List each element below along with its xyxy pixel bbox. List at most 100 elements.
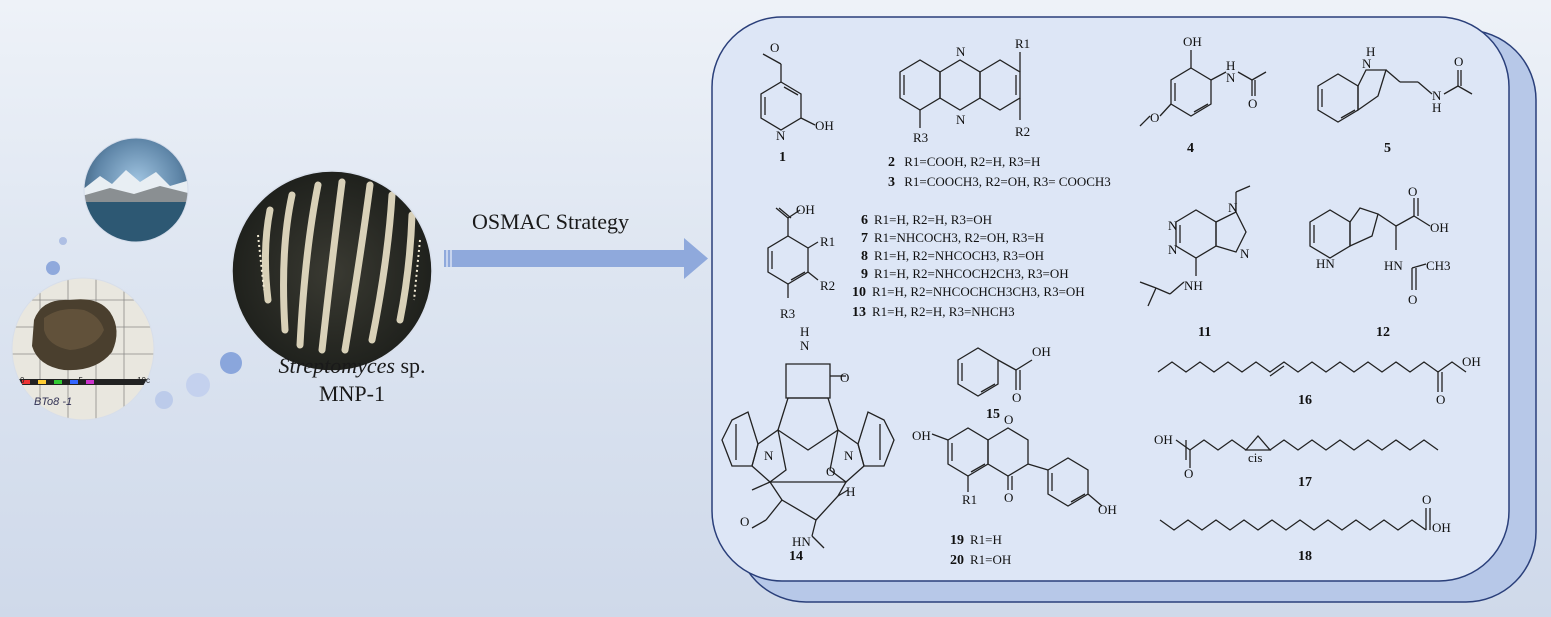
atom-label: N bbox=[800, 338, 810, 353]
svg-text:8R1=H, R2=NHCOCH3, R3=OH: 8R1=H, R2=NHCOCH3, R3=OH bbox=[861, 248, 1044, 264]
svg-text:7R1=NHCOCH3, R2=OH, R3=H: 7R1=NHCOCH3, R2=OH, R3=H bbox=[861, 230, 1044, 246]
structure-15 bbox=[957, 347, 1033, 397]
rock-sample-photo bbox=[11, 277, 155, 421]
atom-label: O bbox=[1150, 110, 1159, 125]
atom-label: N bbox=[1362, 56, 1372, 71]
atom-label: O bbox=[1454, 54, 1463, 69]
structure-18 bbox=[1159, 508, 1431, 531]
structure-12 bbox=[1309, 198, 1431, 290]
structure-benzoic bbox=[767, 207, 819, 298]
atom-label: R3 bbox=[913, 130, 928, 145]
atom-label: N bbox=[776, 128, 786, 143]
streptomyces-culture-photo bbox=[231, 170, 433, 372]
atom-label: N bbox=[1228, 200, 1238, 215]
atom-label: R2 bbox=[1015, 124, 1030, 139]
atom-label: O bbox=[740, 514, 749, 529]
atom-label: N bbox=[1226, 70, 1236, 85]
compound-number: 1 bbox=[779, 150, 786, 165]
osmac-arrow bbox=[444, 238, 708, 279]
atom-label: HN bbox=[1316, 256, 1335, 271]
atom-label: O bbox=[1012, 390, 1021, 405]
atom-label: OH bbox=[1154, 432, 1173, 447]
bubble-trail bbox=[46, 237, 242, 409]
structure-16 bbox=[1157, 361, 1467, 392]
atom-label: HN bbox=[792, 534, 811, 549]
atom-label: N bbox=[1432, 88, 1442, 103]
compound-number: 11 bbox=[1198, 325, 1211, 340]
atom-label: N bbox=[844, 448, 854, 463]
compound-number: 5 bbox=[1384, 141, 1391, 156]
atom-label: OH bbox=[912, 428, 931, 443]
compound-number: 4 bbox=[1187, 141, 1194, 156]
atom-label: O bbox=[1408, 292, 1417, 307]
atom-label: OH bbox=[815, 118, 834, 133]
atom-label: R3 bbox=[780, 306, 795, 321]
svg-text:3 R1=COOCH3, R2=OH, R3= COOC: 3 R1=COOCH3, R2=OH, R3= COOCH3 bbox=[888, 174, 1111, 190]
atom-label: CH3 bbox=[1426, 258, 1451, 273]
atom-label: O bbox=[1004, 490, 1013, 505]
strain-name: Streptomyces sp. MNP-1 bbox=[278, 353, 426, 406]
atom-label: O bbox=[1248, 96, 1257, 111]
atom-label: N bbox=[1240, 246, 1250, 261]
atom-label: R1 bbox=[820, 234, 835, 249]
atom-label: N bbox=[956, 44, 966, 59]
atom-label: R1 bbox=[962, 492, 977, 507]
structure-14 bbox=[721, 363, 895, 549]
atom-label: O bbox=[1184, 466, 1193, 481]
svg-text:9R1=H, R2=NHCOCH2CH3, R3=OH: 9R1=H, R2=NHCOCH2CH3, R3=OH bbox=[861, 266, 1069, 282]
atom-label: R1 bbox=[1015, 36, 1030, 51]
atom-label: NH bbox=[1184, 278, 1203, 293]
atom-label: H bbox=[1432, 100, 1441, 115]
atom-label: OH bbox=[1432, 520, 1451, 535]
compound-number: 18 bbox=[1298, 549, 1312, 564]
atom-label: H bbox=[846, 484, 855, 499]
atom-label: N bbox=[1168, 218, 1178, 233]
atom-label: OH bbox=[796, 202, 815, 217]
structure-17 bbox=[1175, 435, 1439, 468]
svg-text:6R1=H, R2=H, R3=OH: 6R1=H, R2=H, R3=OH bbox=[861, 212, 992, 228]
atom-label: O bbox=[1004, 412, 1013, 427]
atom-label: O bbox=[1436, 392, 1445, 407]
structure-4 bbox=[1139, 50, 1267, 127]
phenazine-substituents: 2 R1=COOH, R2=H, R3=H 3 R1=COOCH3, R2=OH… bbox=[888, 154, 1111, 190]
atom-label: N bbox=[1168, 242, 1178, 257]
atom-label: O bbox=[826, 464, 835, 479]
structure-isoflavone bbox=[931, 427, 1103, 507]
structure-5 bbox=[1317, 69, 1473, 123]
compound-number: 16 bbox=[1298, 393, 1312, 408]
atom-label: O bbox=[770, 40, 779, 55]
atom-label: H bbox=[1366, 44, 1375, 59]
atom-label: cis bbox=[1248, 450, 1262, 465]
atom-label: H bbox=[800, 324, 809, 339]
atom-label: OH bbox=[1462, 354, 1481, 369]
atom-label: HN bbox=[1384, 258, 1403, 273]
atom-label: H bbox=[1226, 58, 1235, 73]
arctic-landscape-photo bbox=[83, 137, 189, 243]
structure-1 bbox=[760, 53, 816, 131]
atom-label: OH bbox=[1098, 502, 1117, 517]
compound-panel bbox=[711, 16, 1537, 603]
sample-label: BTo8 -1 bbox=[34, 396, 73, 408]
atom-label: N bbox=[764, 448, 774, 463]
structure-11 bbox=[1139, 185, 1251, 307]
compound-number: 15 bbox=[986, 407, 1000, 422]
compound-number: 12 bbox=[1376, 325, 1390, 340]
atom-label: OH bbox=[1032, 344, 1051, 359]
atom-label: O bbox=[1422, 492, 1431, 507]
compound-number: 17 bbox=[1298, 475, 1312, 490]
atom-label: O bbox=[1408, 184, 1417, 199]
atom-label: N bbox=[956, 112, 966, 127]
atom-label: R2 bbox=[820, 278, 835, 293]
osmac-label: OSMAC Strategy bbox=[472, 209, 630, 234]
svg-text:2 R1=COOH, R2=H, R3=H: 2 R1=COOH, R2=H, R3=H bbox=[888, 154, 1040, 170]
atom-label: O bbox=[840, 370, 849, 385]
atom-label: OH bbox=[1430, 220, 1449, 235]
